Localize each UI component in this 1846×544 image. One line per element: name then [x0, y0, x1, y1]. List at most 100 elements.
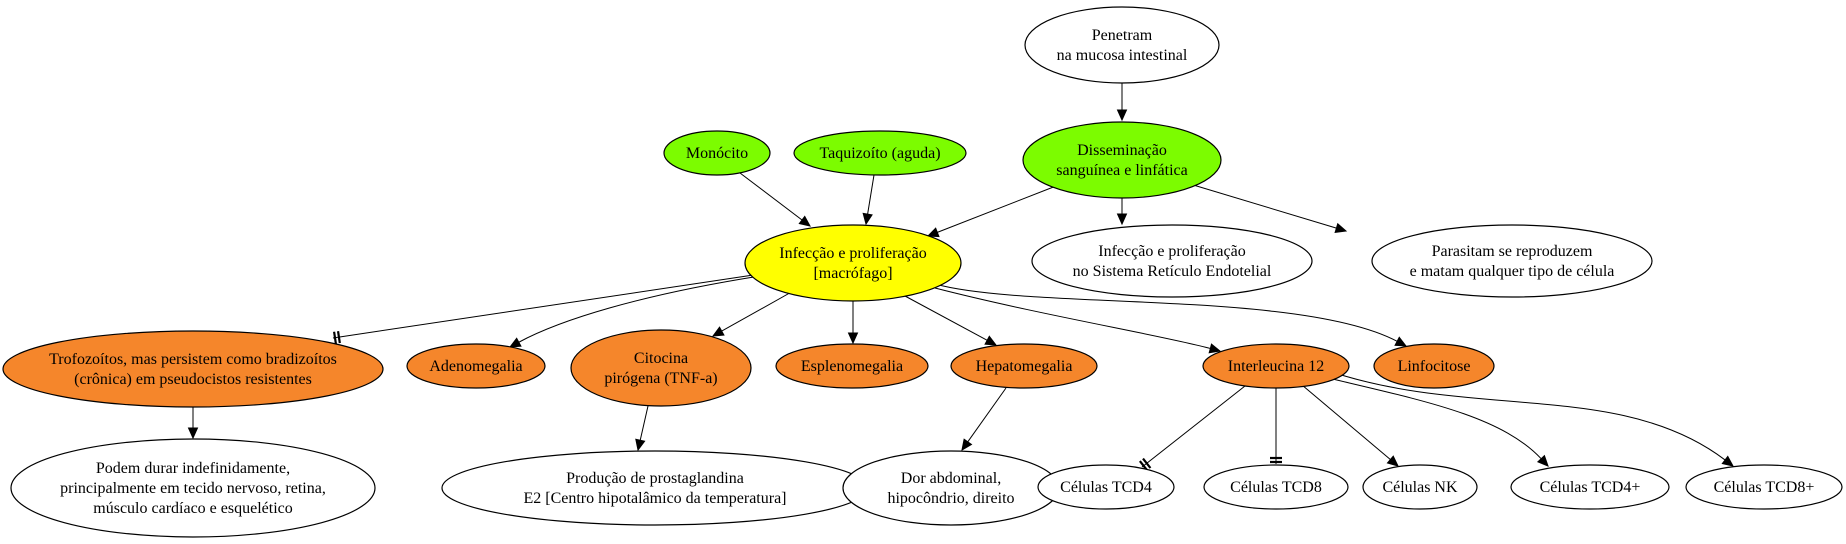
edge-line: [739, 172, 803, 221]
node-label: Disseminação: [1077, 142, 1167, 159]
arrow-head: [926, 227, 940, 238]
node-label: sanguínea e linfática: [1056, 162, 1188, 179]
edge-disseminacao-to-infeccao_sre: [1116, 198, 1128, 226]
arrow-head: [635, 438, 646, 452]
arrow-head: [862, 212, 873, 226]
node-trofozoitos: Trofozoítos, mas persistem como bradizoí…: [2, 330, 384, 408]
edge-line: [934, 287, 1211, 349]
node-label: Podem durar indefinidamente,: [96, 460, 290, 477]
arrow-head: [1386, 455, 1399, 467]
edge-trofozoitos-to-podem_durar: [187, 407, 199, 440]
edge-penetram-to-disseminacao: [1116, 83, 1128, 122]
arrow-head: [984, 335, 998, 346]
node-ellipse: [1371, 224, 1653, 298]
node-podem-durar: Podem durar indefinidamente,principalmen…: [10, 438, 376, 538]
node-ellipse: [1510, 464, 1670, 510]
node-ellipse: [1202, 343, 1350, 389]
edge-line: [639, 405, 649, 441]
tee-mark: [336, 331, 341, 344]
arrow-head: [1116, 213, 1128, 226]
edge-line: [1141, 385, 1246, 468]
edge-interleucina-to-nk: [1301, 384, 1399, 467]
edge-interleucina-to-tcd4: [1138, 385, 1246, 472]
node-ellipse: [775, 343, 929, 389]
tee-mark: [1142, 457, 1152, 469]
node-ellipse: [1685, 464, 1843, 510]
arrow-head: [1536, 454, 1549, 467]
arrow-head: [847, 332, 859, 345]
node-hepatomegalia: Hepatomegalia: [950, 343, 1098, 389]
arrow-head: [798, 215, 811, 227]
edge-disseminacao-to-infeccao_macrofago: [926, 185, 1057, 238]
node-ellipse: [1362, 464, 1478, 510]
node-label: músculo cardíaco e esquelético: [93, 500, 292, 517]
node-ellipse: [1031, 224, 1313, 298]
node-label: na mucosa intestinal: [1057, 47, 1188, 64]
node-ellipse: [663, 130, 771, 176]
node-label: Produção de prostaglandina: [566, 470, 744, 487]
node-infeccao-macrofago: Infecção e proliferação[macrófago]: [744, 224, 962, 302]
node-adenomegalia: Adenomegalia: [406, 343, 546, 389]
edge-line: [967, 387, 1007, 443]
node-label: Interleucina 12: [1228, 358, 1324, 375]
edge-infeccao_macrofago-to-trofozoitos: [332, 273, 761, 344]
node-interleucina: Interleucina 12: [1202, 343, 1350, 389]
node-label: Hepatomegalia: [976, 358, 1073, 375]
edge-infeccao_macrofago-to-esplenomegalia: [847, 301, 859, 345]
node-label: no Sistema Retículo Endotelial: [1073, 263, 1272, 280]
node-label: Infecção e proliferação: [779, 245, 926, 262]
arrow-head: [961, 438, 973, 451]
node-tcd8: Células TCD8: [1203, 464, 1349, 510]
node-ellipse: [1203, 464, 1349, 510]
node-label: Células TCD8+: [1714, 479, 1815, 496]
node-label: Células NK: [1382, 479, 1458, 496]
node-ellipse: [1022, 121, 1222, 199]
node-ellipse: [10, 438, 376, 538]
node-prostaglandina: Produção de prostaglandina E2 [Centro hip…: [441, 450, 869, 526]
edge-line: [332, 273, 761, 339]
node-tcd8plus: Células TCD8+: [1685, 464, 1843, 510]
edge-infeccao_macrofago-to-citocina: [711, 289, 796, 337]
node-tcd4plus: Células TCD4+: [1510, 464, 1670, 510]
node-label: Esplenomegalia: [801, 358, 903, 375]
node-label: E2 [Centro hipotalâmico da temperatura]: [523, 490, 786, 507]
edge-infeccao_macrofago-to-hepatomegalia: [904, 295, 998, 346]
edge-interleucina-to-tcd8: [1270, 388, 1282, 464]
edge-interleucina-to-tcd4plus: [1319, 375, 1549, 467]
edge-line: [1189, 183, 1337, 229]
arrow-head: [187, 427, 199, 440]
node-label: e matam qualquer tipo de célula: [1410, 263, 1615, 280]
arrow-head: [1721, 455, 1734, 467]
edge-citocina-to-prostaglandina: [635, 405, 649, 452]
node-ellipse: [441, 450, 869, 526]
node-label: Penetram: [1092, 27, 1153, 44]
arrow-head: [508, 337, 522, 348]
node-label: Dor abdominal,: [901, 470, 1001, 487]
node-disseminacao: Disseminação sanguínea e linfática: [1022, 121, 1222, 199]
node-ellipse: [2, 330, 384, 408]
node-esplenomegalia: Esplenomegalia: [775, 343, 929, 389]
edge-line: [1301, 384, 1391, 460]
arrow-head: [1394, 336, 1408, 347]
node-ellipse: [744, 224, 962, 302]
node-label: Células TCD4: [1060, 479, 1152, 496]
edges-layer: [187, 83, 1734, 472]
node-linfocitose: Linfocitose: [1373, 343, 1495, 389]
node-dor-abdominal: Dor abdominal, hipocôndrio, direito: [842, 450, 1060, 526]
tee-mark: [333, 331, 337, 344]
edge-taquizoito-to-infeccao_macrofago: [862, 174, 875, 226]
node-ellipse: [842, 450, 1060, 526]
edge-line: [1325, 369, 1726, 461]
node-label: Trofozoítos, mas persistem como bradizoí…: [49, 351, 337, 368]
node-ellipse: [950, 343, 1098, 389]
node-label: hipocôndrio, direito: [887, 490, 1014, 507]
edge-infeccao_macrofago-to-linfocitose: [934, 283, 1408, 347]
node-label: Linfocitose: [1398, 358, 1471, 375]
edge-line: [1319, 375, 1542, 460]
arrow-head: [711, 326, 725, 337]
node-ellipse: [1024, 6, 1220, 84]
